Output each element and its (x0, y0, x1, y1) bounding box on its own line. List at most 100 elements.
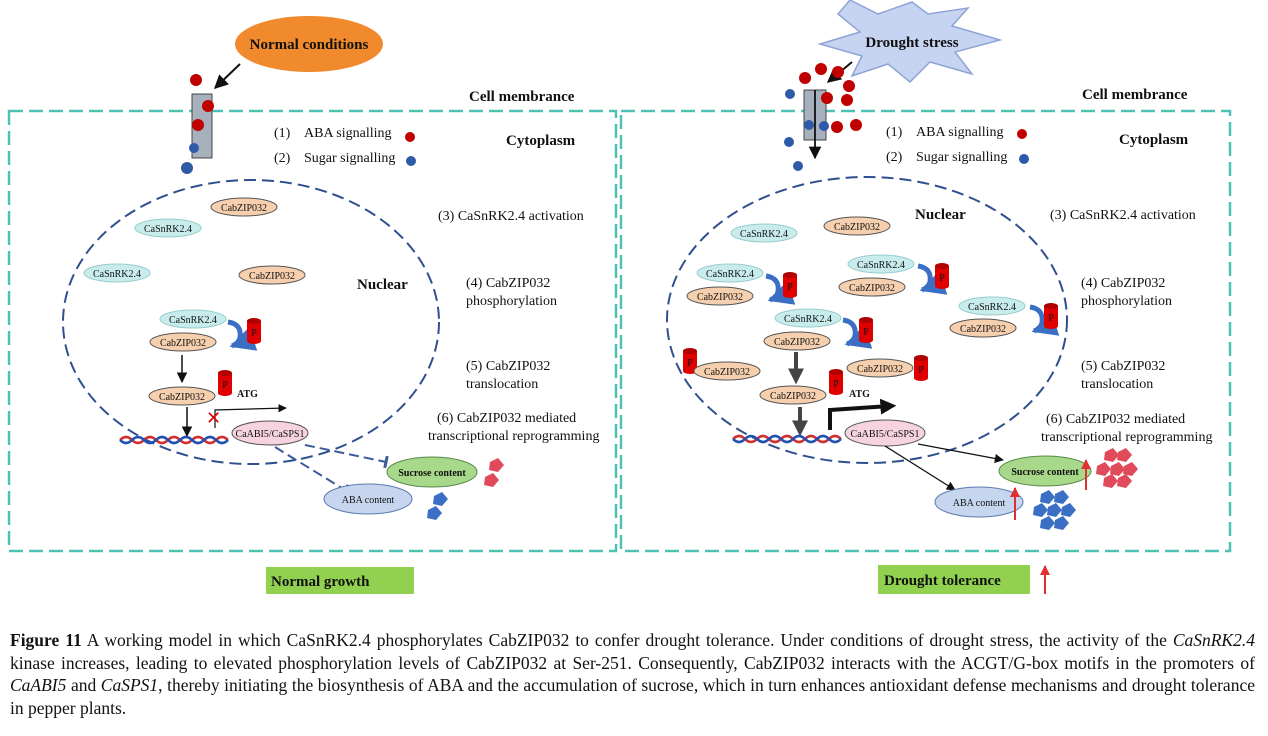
dna-promoter (731, 434, 843, 444)
protein-bzip: CabZIP032 (759, 385, 827, 405)
protein-bzip: CabZIP032 (149, 332, 217, 352)
right-panel: Cell membrance Cytoplasm Drought stress … (619, 0, 1232, 594)
transcription-start-arrow (214, 404, 287, 428)
svg-text:CaSnRK2.4: CaSnRK2.4 (968, 302, 1016, 313)
protein-bzip: CabZIP032 (846, 358, 914, 378)
step-4-sub-label: phosphorylation (466, 294, 557, 309)
aba-molecules-icon (427, 492, 448, 520)
inhibit-line-aba (274, 446, 350, 496)
svg-text:CabZIP032: CabZIP032 (249, 271, 295, 282)
svg-text:ABA content: ABA content (953, 498, 1006, 509)
legend-sugar-label: Sugar signalling (916, 150, 1007, 165)
promote-line-sucrose (917, 443, 1004, 463)
outcome-label: Normal growth (271, 574, 370, 590)
protein-snrk: CaSnRK2.4 (696, 263, 764, 283)
protein-bzip: CabZIP032 (693, 361, 761, 381)
step-4-sub-label: phosphorylation (1081, 294, 1172, 309)
step-2-number: (2) (274, 151, 291, 166)
legend-aba-label: ABA signalling (304, 126, 392, 141)
cytoplasm-label: Cytoplasm (1119, 132, 1189, 148)
sugar-dot (189, 143, 199, 153)
protein-snrk: CaSnRK2.4 (134, 218, 202, 238)
aba-dot (202, 100, 214, 112)
protein-bzip: CabZIP032 (763, 331, 831, 351)
svg-text:CaABI5/CaSPS1: CaABI5/CaSPS1 (236, 429, 305, 440)
svg-text:CabZIP032: CabZIP032 (704, 367, 750, 378)
sucrose-molecules-icon (484, 458, 504, 487)
svg-text:CabZIP032: CabZIP032 (221, 203, 267, 214)
sugar-dot (181, 162, 193, 174)
step-5-sub-label: translocation (1081, 377, 1153, 392)
protein-bzip: CabZIP032 (686, 286, 754, 306)
aba-dot (192, 119, 204, 131)
svg-text:P: P (939, 273, 945, 284)
phosphorylation-arrow (766, 276, 778, 300)
protein-snrk: CaSnRK2.4 (958, 296, 1026, 316)
legend-aba-dot (1017, 129, 1027, 139)
protein-bzip: CabZIP032 (238, 265, 306, 285)
drought-stress-label: Drought stress (865, 35, 958, 51)
svg-text:CaSnRK2.4: CaSnRK2.4 (93, 269, 141, 280)
cell-boundary (619, 109, 1232, 553)
svg-text:CaSnRK2.4: CaSnRK2.4 (784, 314, 832, 325)
atg-label: ATG (849, 389, 870, 400)
svg-text:P: P (918, 365, 924, 376)
phosphate-marker: P (859, 317, 873, 343)
svg-text:CabZIP032: CabZIP032 (770, 391, 816, 402)
svg-text:P: P (687, 358, 693, 369)
svg-text:P: P (222, 380, 228, 391)
svg-text:CabZIP032: CabZIP032 (857, 364, 903, 375)
promote-line-aba (884, 445, 956, 491)
sucrose-content-badge: Sucrose content (998, 455, 1092, 487)
aba-dot (190, 74, 202, 86)
phosphate-marker: P (935, 263, 949, 289)
step-4-label: (4) CabZIP032 (1081, 276, 1165, 291)
svg-text:P: P (251, 328, 257, 339)
svg-text:Sucrose content: Sucrose content (1011, 467, 1079, 478)
sucrose-molecules-icon (1096, 448, 1138, 488)
transcription-start-arrow (828, 398, 897, 430)
protein-snrk: CaSnRK2.4 (83, 263, 151, 283)
svg-text:ABA content: ABA content (342, 495, 395, 506)
trigger-arrow (213, 63, 241, 89)
sugar-dots (784, 89, 829, 171)
svg-text:P: P (1048, 313, 1054, 324)
cell-boundary (7, 109, 618, 553)
outcome-badge (878, 565, 1030, 594)
svg-text:CaSnRK2.4: CaSnRK2.4 (857, 260, 905, 271)
svg-text:CaSnRK2.4: CaSnRK2.4 (169, 315, 217, 326)
svg-text:P: P (787, 282, 793, 293)
protein-snrk: CaSnRK2.4 (159, 309, 227, 329)
figure-label: Figure 11 (10, 630, 82, 650)
caption-text: and (66, 675, 101, 695)
inhibition-cross-icon: ✕ (206, 408, 221, 429)
phosphate-marker: P (914, 355, 928, 381)
aba-dots (799, 63, 862, 133)
svg-text:CaABI5/CaSPS1: CaABI5/CaSPS1 (851, 429, 920, 440)
figure-diagram: Cell membrance Cytoplasm Normal conditio… (7, 0, 1232, 594)
protein-bzip: CabZIP032 (949, 318, 1017, 338)
caption-text: , thereby initiating the biosynthesis of… (10, 675, 1255, 718)
caption-gene: CaSPS1 (100, 675, 159, 695)
step-6-sub-label: transcriptional reprogramming (428, 429, 599, 444)
nuclear-label: Nuclear (357, 277, 408, 293)
step-6-sub-label: transcriptional reprogramming (1041, 430, 1212, 445)
phosphate-marker: P (1044, 303, 1058, 329)
sucrose-content-badge: Sucrose content (386, 456, 478, 488)
nucleus (666, 176, 1068, 464)
cytoplasm-label: Cytoplasm (506, 133, 576, 149)
outcome-badge (266, 567, 414, 594)
aba-content-badge: ABA content (934, 486, 1024, 518)
svg-text:CaSnRK2.4: CaSnRK2.4 (706, 269, 754, 280)
gene-abi5-sps1: CaABI5/CaSPS1 (231, 420, 309, 446)
legend-sugar-label: Sugar signalling (304, 151, 395, 166)
step-1-number: (1) (274, 126, 291, 141)
legend-sugar-dot (406, 156, 416, 166)
step-5-label: (5) CabZIP032 (1081, 359, 1165, 374)
step-2-number: (2) (886, 150, 903, 165)
svg-text:CabZIP032: CabZIP032 (159, 392, 205, 403)
caption-text: A working model in which CaSnRK2.4 phosp… (81, 630, 1173, 650)
step-6-label: (6) CabZIP032 mediated (1046, 412, 1185, 427)
step-6-label: (6) CabZIP032 mediated (437, 411, 576, 426)
protein-bzip: CabZIP032 (823, 216, 891, 236)
